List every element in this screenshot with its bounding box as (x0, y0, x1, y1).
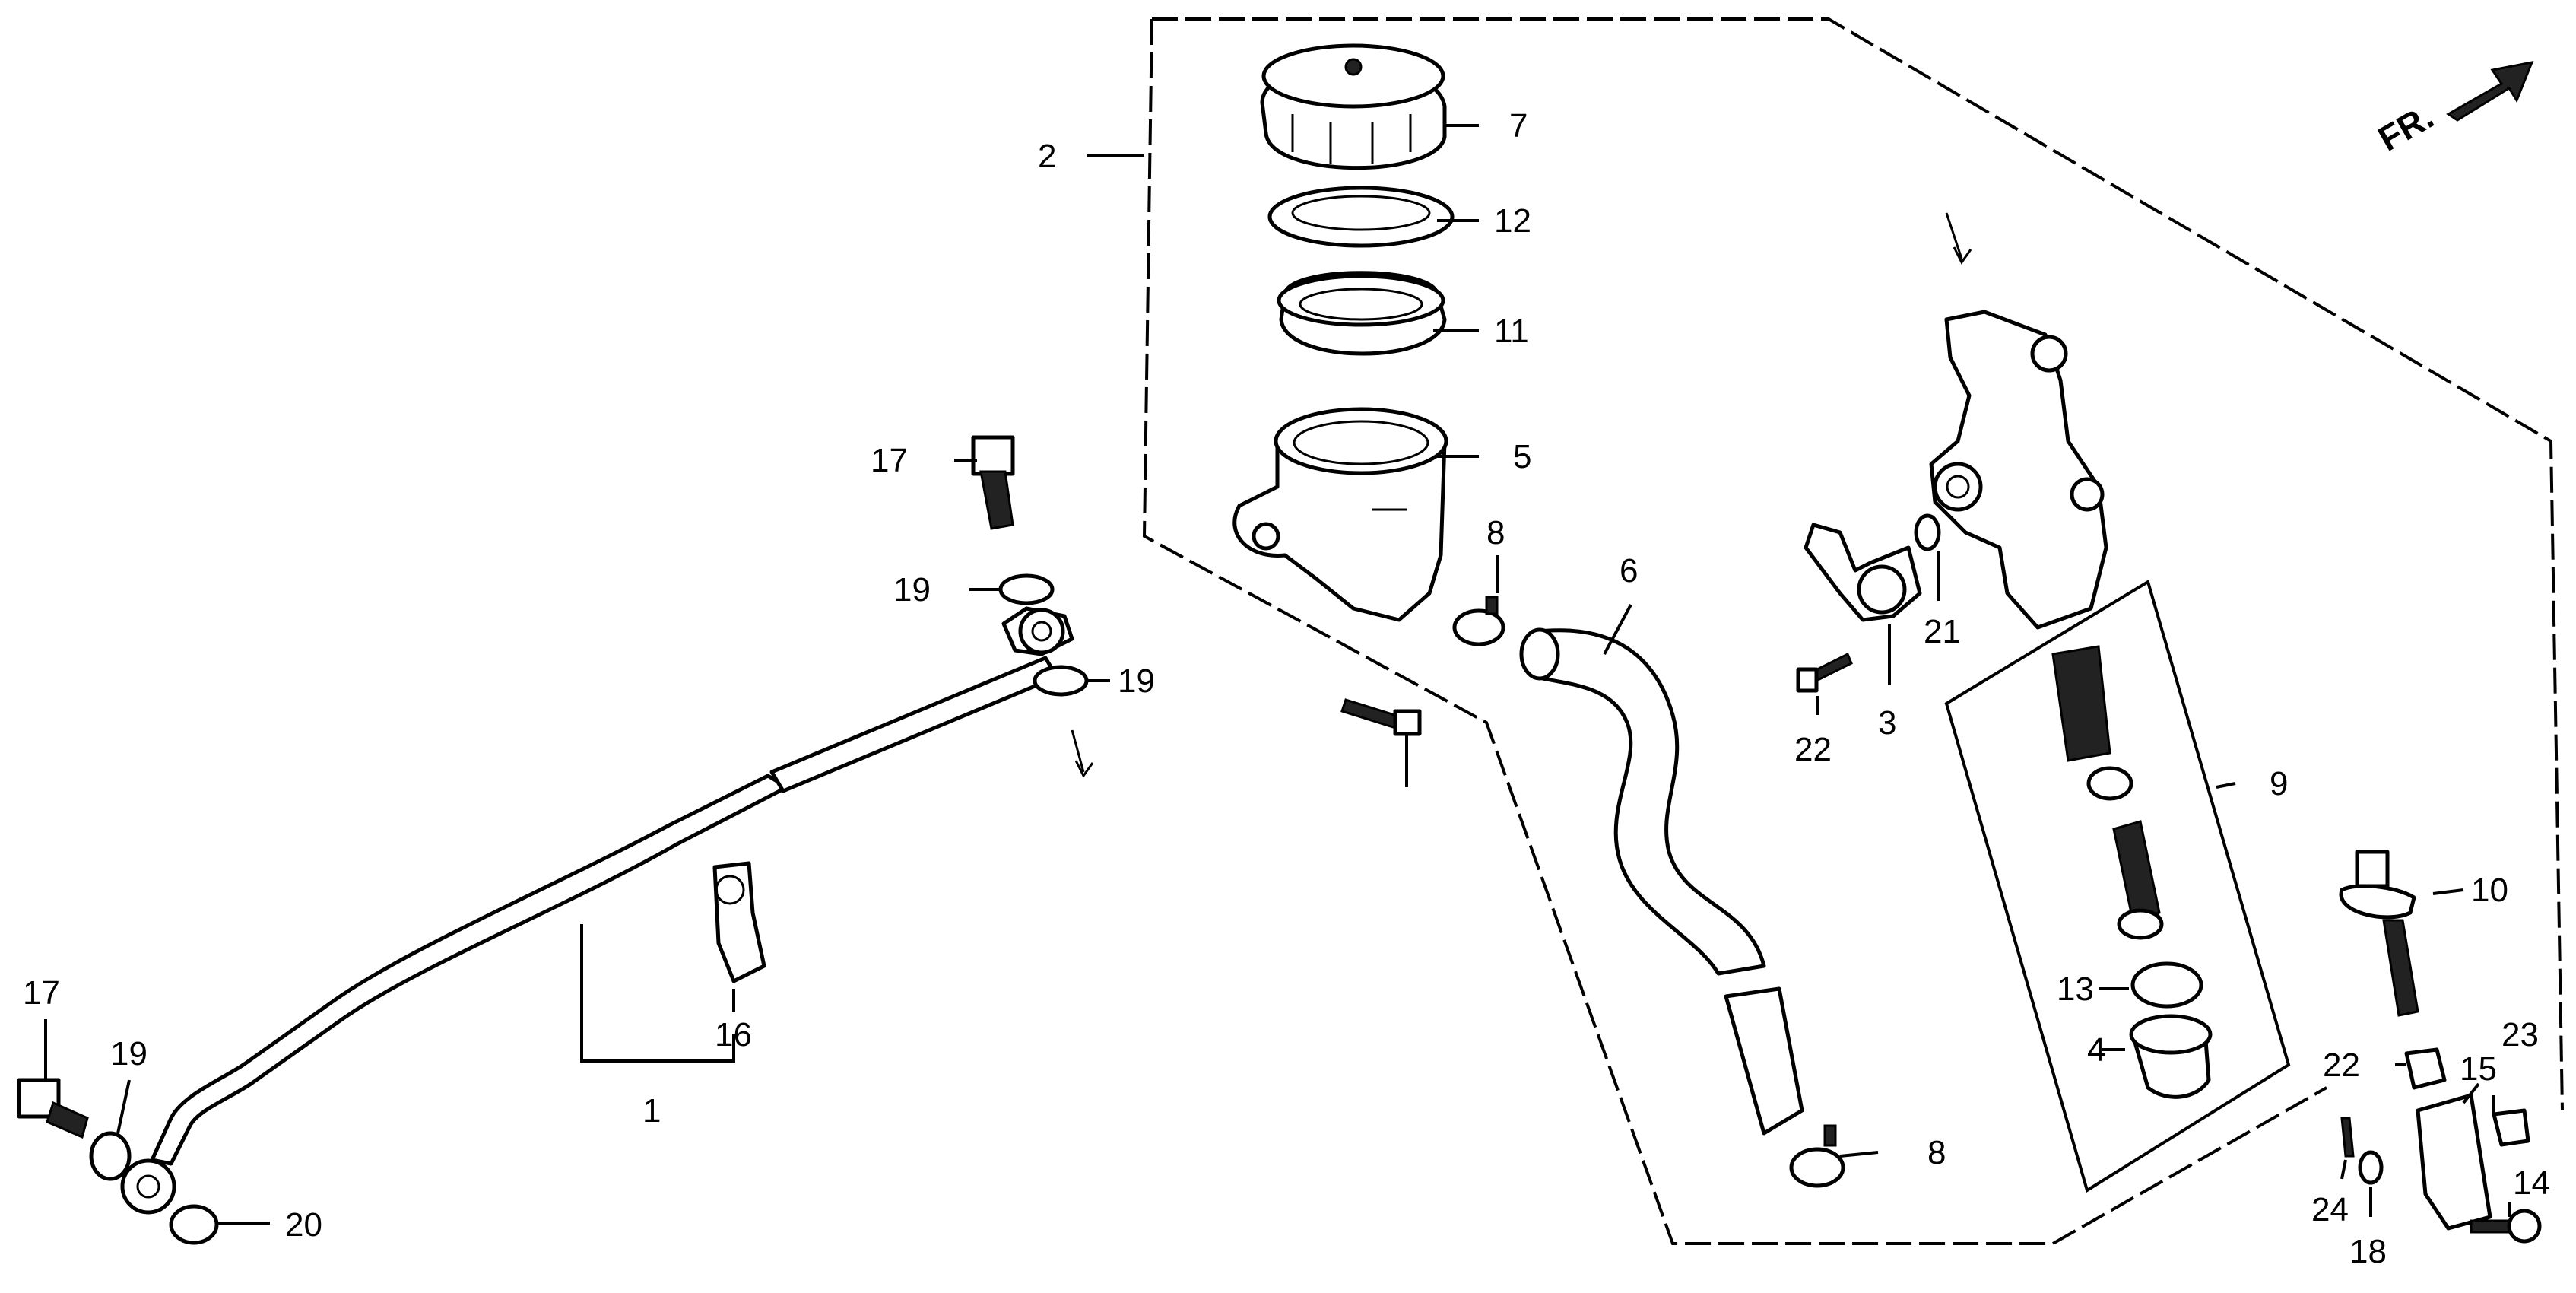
callout-19-b: 19 (1118, 662, 1155, 700)
callout-4: 4 (2087, 1031, 2105, 1069)
callout-22-right: 23 (2501, 1016, 2539, 1053)
washer-18 (2358, 1150, 2384, 1185)
callout-17-lower: 17 (23, 974, 60, 1012)
screw-21 (1796, 652, 1853, 693)
callout-9: 9 (2270, 765, 2288, 802)
o-ring (1914, 513, 1941, 551)
flow-arrow-icon-2 (1071, 729, 1094, 778)
callout-19-c: 19 (110, 1035, 148, 1072)
circlip (2130, 961, 2203, 1009)
clevis (2416, 1093, 2492, 1231)
washer-19-a (998, 573, 1055, 605)
callout-5: 5 (1513, 438, 1531, 475)
callout-18: 18 (2349, 1233, 2387, 1270)
brake-hose (120, 606, 1074, 1215)
hose-clamp-16 (712, 861, 766, 983)
callout-16: 16 (715, 1016, 752, 1053)
front-direction-marker: FR. (2371, 61, 2534, 159)
hose-clamp-upper (1452, 596, 1505, 646)
cotter-pin (2340, 1117, 2355, 1158)
piston-kit (2051, 645, 2164, 940)
piston-kit-box (1944, 579, 2291, 1193)
reservoir-hose (1519, 627, 1804, 1136)
callout-3: 3 (1878, 704, 1896, 742)
hose-clamp-lower (1789, 1124, 1845, 1188)
push-rod (2339, 850, 2419, 1017)
callout-1: 1 (642, 1092, 661, 1129)
callout-7: 7 (1509, 107, 1528, 145)
callout-10: 10 (2471, 872, 2508, 909)
leader-lines (44, 124, 2511, 1225)
callout-19-d: 20 (285, 1206, 322, 1244)
reservoir-body (1232, 407, 1448, 622)
flow-arrow-icon (1945, 212, 1972, 265)
washer-19-d (169, 1204, 219, 1245)
callout-8-upper: 8 (1486, 514, 1505, 551)
clevis-pin (2470, 1209, 2542, 1244)
reservoir-plate (1267, 186, 1455, 248)
master-cylinder-body (1929, 310, 2108, 630)
callout-6: 6 (1620, 552, 1638, 589)
bolt-24 (1340, 698, 1422, 736)
assembly-outline (1087, 17, 2564, 1245)
callout-2: 2 (1038, 138, 1056, 175)
callout-19-a: 19 (893, 571, 931, 608)
bolt-17-lower (17, 1078, 89, 1139)
fr-label: FR. (2371, 97, 2440, 159)
callout-20: 21 (1924, 613, 1961, 650)
callout-17-upper: 17 (871, 442, 908, 479)
callout-12: 12 (1494, 202, 1531, 240)
reservoir-cap (1260, 43, 1447, 170)
front-arrow-icon (2446, 61, 2534, 122)
callout-14: 14 (2513, 1164, 2550, 1202)
callout-13: 13 (2057, 971, 2094, 1008)
joint-fitting (1804, 523, 1922, 622)
callout-8-lower: 8 (1927, 1134, 1946, 1171)
callout-11: 11 (1494, 313, 1529, 350)
callout-15: 15 (2460, 1050, 2497, 1088)
washer-19-b (1033, 665, 1089, 697)
callout-23: 24 (2311, 1191, 2349, 1228)
washer-19-c (89, 1131, 132, 1181)
callout-22-left: 22 (2323, 1047, 2360, 1084)
callout-21: 22 (1794, 731, 1832, 768)
nut-22-left (2404, 1047, 2447, 1090)
nut-22-right (2492, 1108, 2530, 1147)
reservoir-diaphragm (1277, 271, 1447, 356)
bolt-17-upper (971, 435, 1015, 530)
piston-boot (2129, 1014, 2213, 1099)
